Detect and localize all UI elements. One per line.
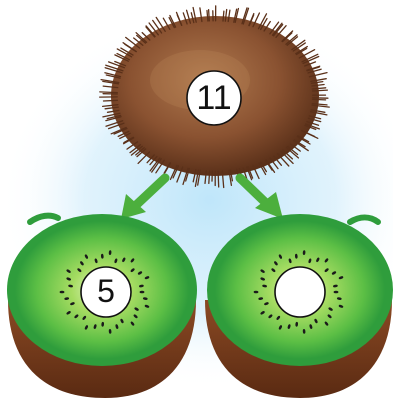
kiwi-seed [60,291,65,294]
kiwi-seed [254,291,259,294]
whole-number-circle [187,71,241,125]
fur-hair [313,99,326,100]
fur-hair [223,11,224,21]
fur-hair [209,10,210,21]
fur-hair [209,171,210,183]
kiwi-seed [334,291,339,294]
fur-hair [207,11,208,22]
fur-hair [104,100,118,101]
fur-hair [218,171,219,187]
fur-hair [313,90,328,91]
left-number-circle [81,267,131,317]
kiwi-seed [140,291,145,294]
right-number-circle [275,267,325,317]
fur-hair [100,92,118,93]
